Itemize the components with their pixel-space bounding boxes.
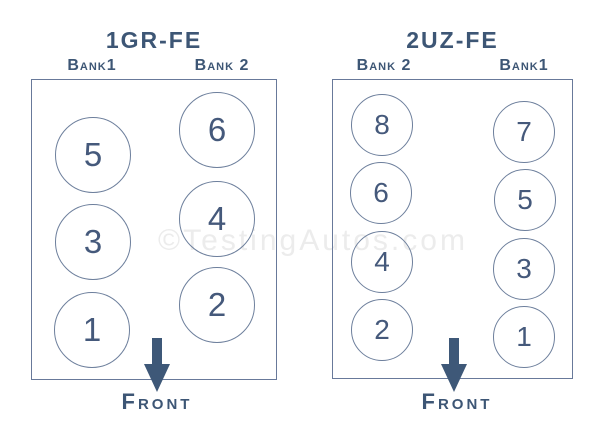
front-label: Front bbox=[121, 389, 193, 414]
cylinder-circle: 3 bbox=[493, 238, 555, 300]
cylinder-circle: 6 bbox=[179, 92, 255, 168]
cylinder-circle: 5 bbox=[55, 117, 131, 193]
cylinder-circle: 4 bbox=[179, 181, 255, 257]
engine-title-1gr-fe: 1GR-FE bbox=[105, 27, 203, 53]
cylinder-circle: 5 bbox=[494, 169, 556, 231]
bank-label-right: Bank 2 bbox=[194, 57, 250, 74]
bank-label-right: Bank1 bbox=[499, 57, 549, 74]
front-label: Front bbox=[421, 389, 493, 414]
cylinder-circle: 1 bbox=[54, 292, 130, 368]
cylinder-circle: 4 bbox=[351, 231, 413, 293]
engine-title-2uz-fe: 2UZ-FE bbox=[406, 27, 499, 53]
cylinder-circle: 7 bbox=[493, 101, 555, 163]
cylinder-circle: 6 bbox=[350, 162, 412, 224]
front-arrow-icon bbox=[144, 338, 170, 392]
cylinder-circle: 3 bbox=[55, 204, 131, 280]
bank-label-left: Bank 2 bbox=[356, 57, 412, 74]
cylinder-circle: 2 bbox=[179, 267, 255, 343]
cylinder-circle: 2 bbox=[351, 299, 413, 361]
front-arrow-icon bbox=[441, 338, 467, 392]
cylinder-circle: 1 bbox=[493, 306, 555, 368]
bank-label-left: Bank1 bbox=[67, 57, 117, 74]
cylinder-circle: 8 bbox=[351, 94, 413, 156]
